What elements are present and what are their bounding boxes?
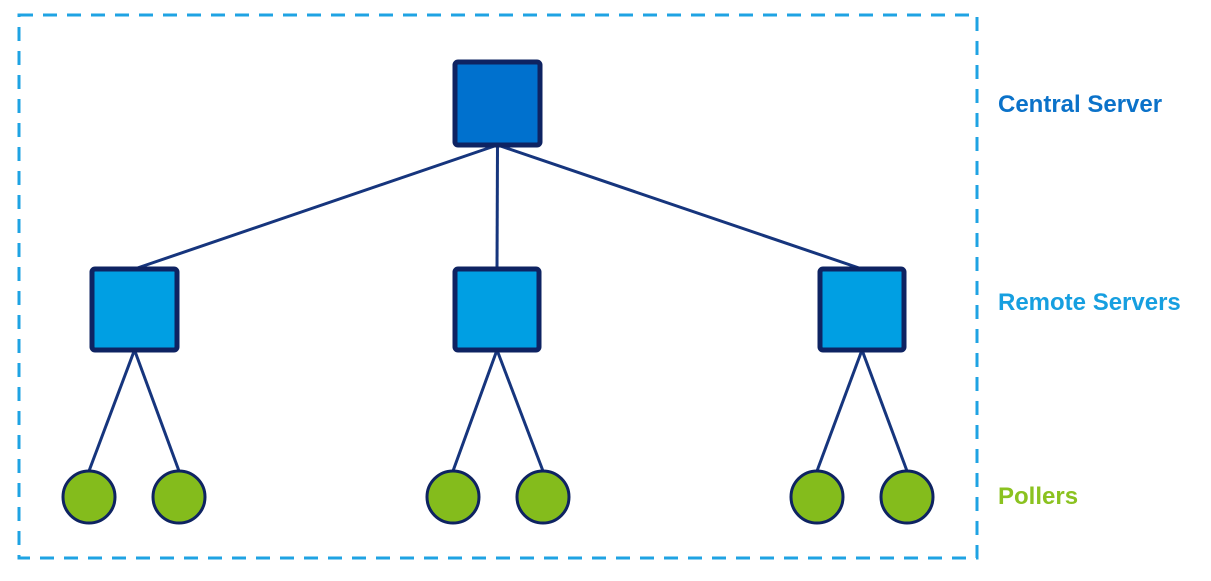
edge-central-remote-1	[134, 143, 498, 271]
edge-remote-1-poller-2	[133, 349, 181, 472]
poller-node-3	[425, 469, 481, 525]
edge-central-remote-2	[495, 144, 499, 270]
poller-node-1	[61, 469, 117, 525]
poller-node-6	[879, 469, 935, 525]
edge-central-remote-3	[497, 143, 863, 271]
poller-node-5	[789, 469, 845, 525]
edge-remote-1-poller-1	[87, 349, 136, 472]
remote-server-node-3	[817, 266, 907, 353]
frame-dashed-border	[17, 13, 979, 560]
label-pollers: Pollers	[998, 483, 1079, 510]
edge-remote-2-poller-4	[495, 349, 545, 472]
remote-server-node-2	[452, 266, 542, 353]
label-central-server: Central Server	[998, 91, 1163, 118]
edge-remote-3-poller-5	[815, 349, 864, 472]
central-server-node	[452, 59, 543, 148]
edge-remote-2-poller-3	[451, 349, 499, 472]
label-remote-servers: Remote Servers	[998, 289, 1181, 316]
edge-remote-3-poller-6	[860, 349, 909, 472]
poller-node-2	[151, 469, 207, 525]
remote-server-node-1	[89, 266, 180, 353]
poller-node-4	[515, 469, 571, 525]
